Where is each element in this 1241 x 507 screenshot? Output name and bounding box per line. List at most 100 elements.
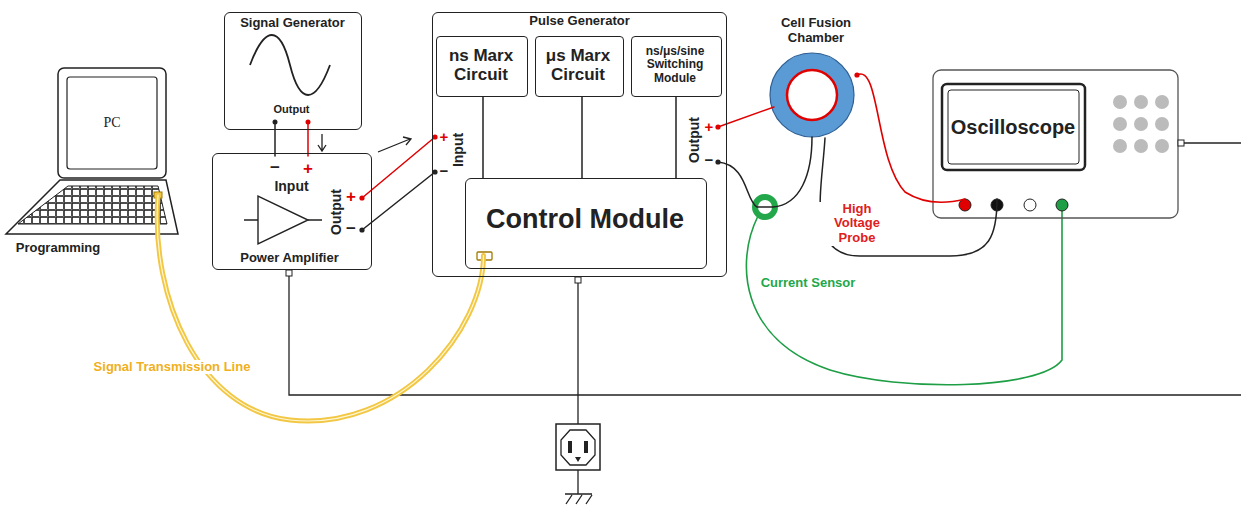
sensor-wire	[746, 211, 1062, 385]
terminal-dot	[359, 195, 364, 200]
node-text: Input	[449, 132, 465, 166]
node-title: Input	[262, 178, 322, 194]
drawing-part	[1155, 95, 1169, 109]
polarity-sign: +	[344, 187, 358, 207]
terminal-dot	[854, 72, 859, 77]
node-title: PC	[82, 115, 142, 131]
direction-arrow	[318, 134, 326, 151]
drawing-part	[1113, 139, 1127, 153]
wire-label: Signal Transmission Line	[77, 360, 267, 375]
drawing-part	[258, 196, 308, 244]
node-title: Oscilloscope	[947, 116, 1079, 139]
wire-label: High Voltage Probe	[817, 202, 897, 247]
laptop-computer: PCProgramming	[58, 68, 166, 178]
terminal-dot	[715, 159, 720, 164]
control-module: Control Module	[465, 178, 707, 269]
terminal-dot	[432, 134, 437, 139]
node-text: Power Amplifier	[215, 251, 365, 266]
polarity-sign: +	[301, 159, 315, 179]
sine-wave	[250, 35, 330, 95]
node-text: Programming	[3, 241, 113, 256]
drawing-part	[67, 77, 157, 169]
wire	[362, 172, 435, 230]
drawing-part	[1134, 95, 1148, 109]
drawing-part	[1113, 117, 1127, 131]
node-title: Signal Generator	[227, 16, 359, 31]
cell-fusion-chamber: Cell Fusion Chamber	[768, 12, 864, 142]
sensor-label: Current Sensor	[750, 276, 866, 291]
node-text: Output	[262, 103, 322, 116]
signal-generator: Signal GeneratorOutput	[224, 12, 362, 130]
drawing-part	[556, 424, 600, 470]
drawing-part	[6, 180, 178, 234]
us-marx-circuit: μs Marx Circuit	[535, 36, 624, 97]
drawing-part	[1178, 140, 1184, 146]
drawing-part	[18, 186, 167, 224]
polarity-sign: −	[344, 219, 358, 239]
wire-connector	[275, 122, 308, 156]
oscilloscope-parts	[933, 70, 1241, 218]
polarity-sign: +	[703, 118, 715, 135]
wire	[157, 195, 483, 421]
oscilloscope: Oscilloscope	[933, 70, 1178, 218]
ns-marx-circuit: ns Marx Circuit	[436, 36, 528, 97]
pulse-generator: Pulse GeneratorInput Output ns Marx Circui…	[432, 12, 727, 277]
drawing-part	[565, 470, 592, 504]
polarity-sign: −	[438, 162, 450, 179]
node-title: Control Module	[467, 204, 703, 235]
switching-module: ns/μs/sine Switching Module	[631, 36, 722, 97]
wire-connector	[715, 137, 812, 207]
laptop	[6, 68, 178, 234]
drawing-part	[584, 441, 588, 453]
drawing-part	[58, 68, 166, 178]
drawing-part	[1155, 117, 1169, 131]
wire	[274, 122, 276, 156]
direction-arrow	[378, 137, 411, 152]
node-title: Cell Fusion Chamber	[769, 16, 863, 46]
wire	[362, 137, 435, 198]
drawing-part	[575, 457, 581, 462]
drawing-part	[770, 53, 854, 137]
node-title: μs Marx Circuit	[536, 46, 621, 85]
wire	[307, 122, 309, 156]
node-text: Output	[327, 189, 343, 235]
node-title: ns Marx Circuit	[438, 46, 524, 85]
ground-wire	[289, 276, 1241, 395]
wire-connector	[854, 72, 965, 202]
wire-connector	[157, 195, 483, 421]
polarity-sign: +	[438, 128, 450, 145]
power-amplifier: InputOutputPower Amplifier	[212, 153, 372, 270]
drawing-part	[1024, 199, 1036, 211]
drawing-part	[1056, 199, 1068, 211]
drawing-part	[1134, 139, 1148, 153]
node-text: Output	[685, 117, 701, 163]
wire	[718, 137, 812, 207]
ground-wire	[577, 283, 578, 424]
drawing-part	[1113, 95, 1127, 109]
drawing-part	[244, 219, 322, 220]
drawing-part	[1134, 117, 1148, 131]
chamber-ring	[770, 53, 854, 137]
drawing-part	[1155, 139, 1169, 153]
terminal-dot	[432, 169, 437, 174]
amplifier-symbol	[244, 196, 322, 244]
drawing-part	[933, 70, 1178, 218]
drawing-part	[568, 441, 572, 453]
drawing-part	[575, 277, 581, 283]
terminal-dot	[359, 227, 364, 232]
power-outlet	[556, 424, 600, 504]
drawing-part	[942, 84, 1085, 170]
node-title: Pulse Generator	[480, 14, 680, 29]
terminal-dot	[715, 124, 720, 129]
drawing-part	[787, 70, 837, 120]
wire	[157, 195, 483, 421]
internal-bus	[483, 97, 676, 178]
drawing-part	[561, 430, 595, 465]
drawing-part	[948, 90, 1079, 164]
drawing-part	[286, 270, 292, 276]
node-title: ns/μs/sine Switching Module	[632, 45, 718, 86]
wire-connector	[715, 107, 774, 130]
